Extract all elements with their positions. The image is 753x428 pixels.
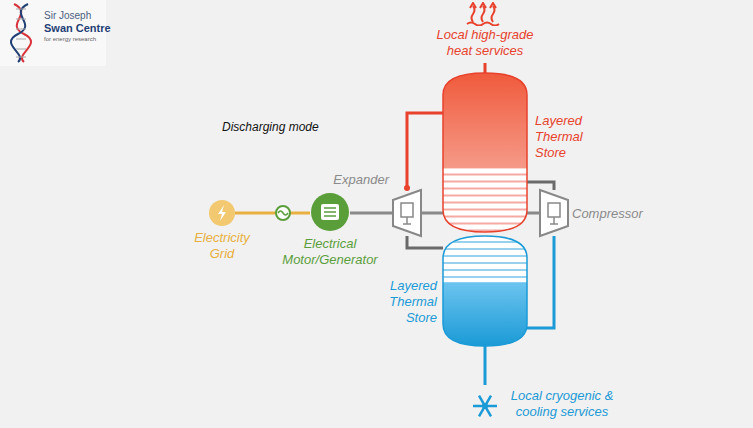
motor-generator: Electrical Motor/Generator [310,192,350,232]
junction-dot [404,185,410,191]
heat-icon [425,2,545,26]
cold-thermal-store-outline [443,236,527,346]
compressor-symbol: Compressor [540,190,568,236]
snowflake-icon [470,391,500,421]
hot-thermal-store: Layered Thermal Store [443,73,527,232]
node-label: Expander [327,172,389,188]
node-label: Compressor [572,206,662,222]
expander-symbol-outline [393,190,421,236]
node-label: Layered Thermal Store [535,113,597,161]
mode-label: Discharging mode [222,120,319,134]
ac-symbol [276,206,290,220]
pipe-connector [484,63,487,73]
helix-icon [4,0,44,66]
logo-text: Swan Centre [44,22,111,34]
pipe-connector [350,212,393,215]
pipe-connector [527,182,554,190]
node-label: Layered Thermal Store [375,278,437,326]
cold-thermal-store: Layered Thermal Store [443,236,527,346]
compressor-symbol-outline [540,190,568,236]
pipe-connector [407,236,443,248]
node-label: Local high-grade heat services [425,27,545,59]
node-label: Local cryogenic & cooling services [502,388,622,420]
pipe-connector [235,212,310,215]
node-label: Electricity Grid [184,230,260,262]
logo-text: Sir Joseph [44,10,91,21]
cooling-service: Local cryogenic & cooling services [470,385,622,425]
ac-wave [278,211,288,215]
grid-symbol-outline [209,200,235,226]
expander-symbol: Expander [393,190,421,236]
logo-text: for energy research [44,36,96,42]
motor-generator-outline [310,192,350,232]
grid-symbol: Electricity Grid [209,200,235,226]
hot-thermal-store-outline [443,73,527,232]
pipe-connector [407,113,443,190]
pipe-connector [527,236,554,328]
node-label: Electrical Motor/Generator [275,236,385,268]
pipe-connector [484,346,487,385]
heat-service: Local high-grade heat services [425,2,545,63]
